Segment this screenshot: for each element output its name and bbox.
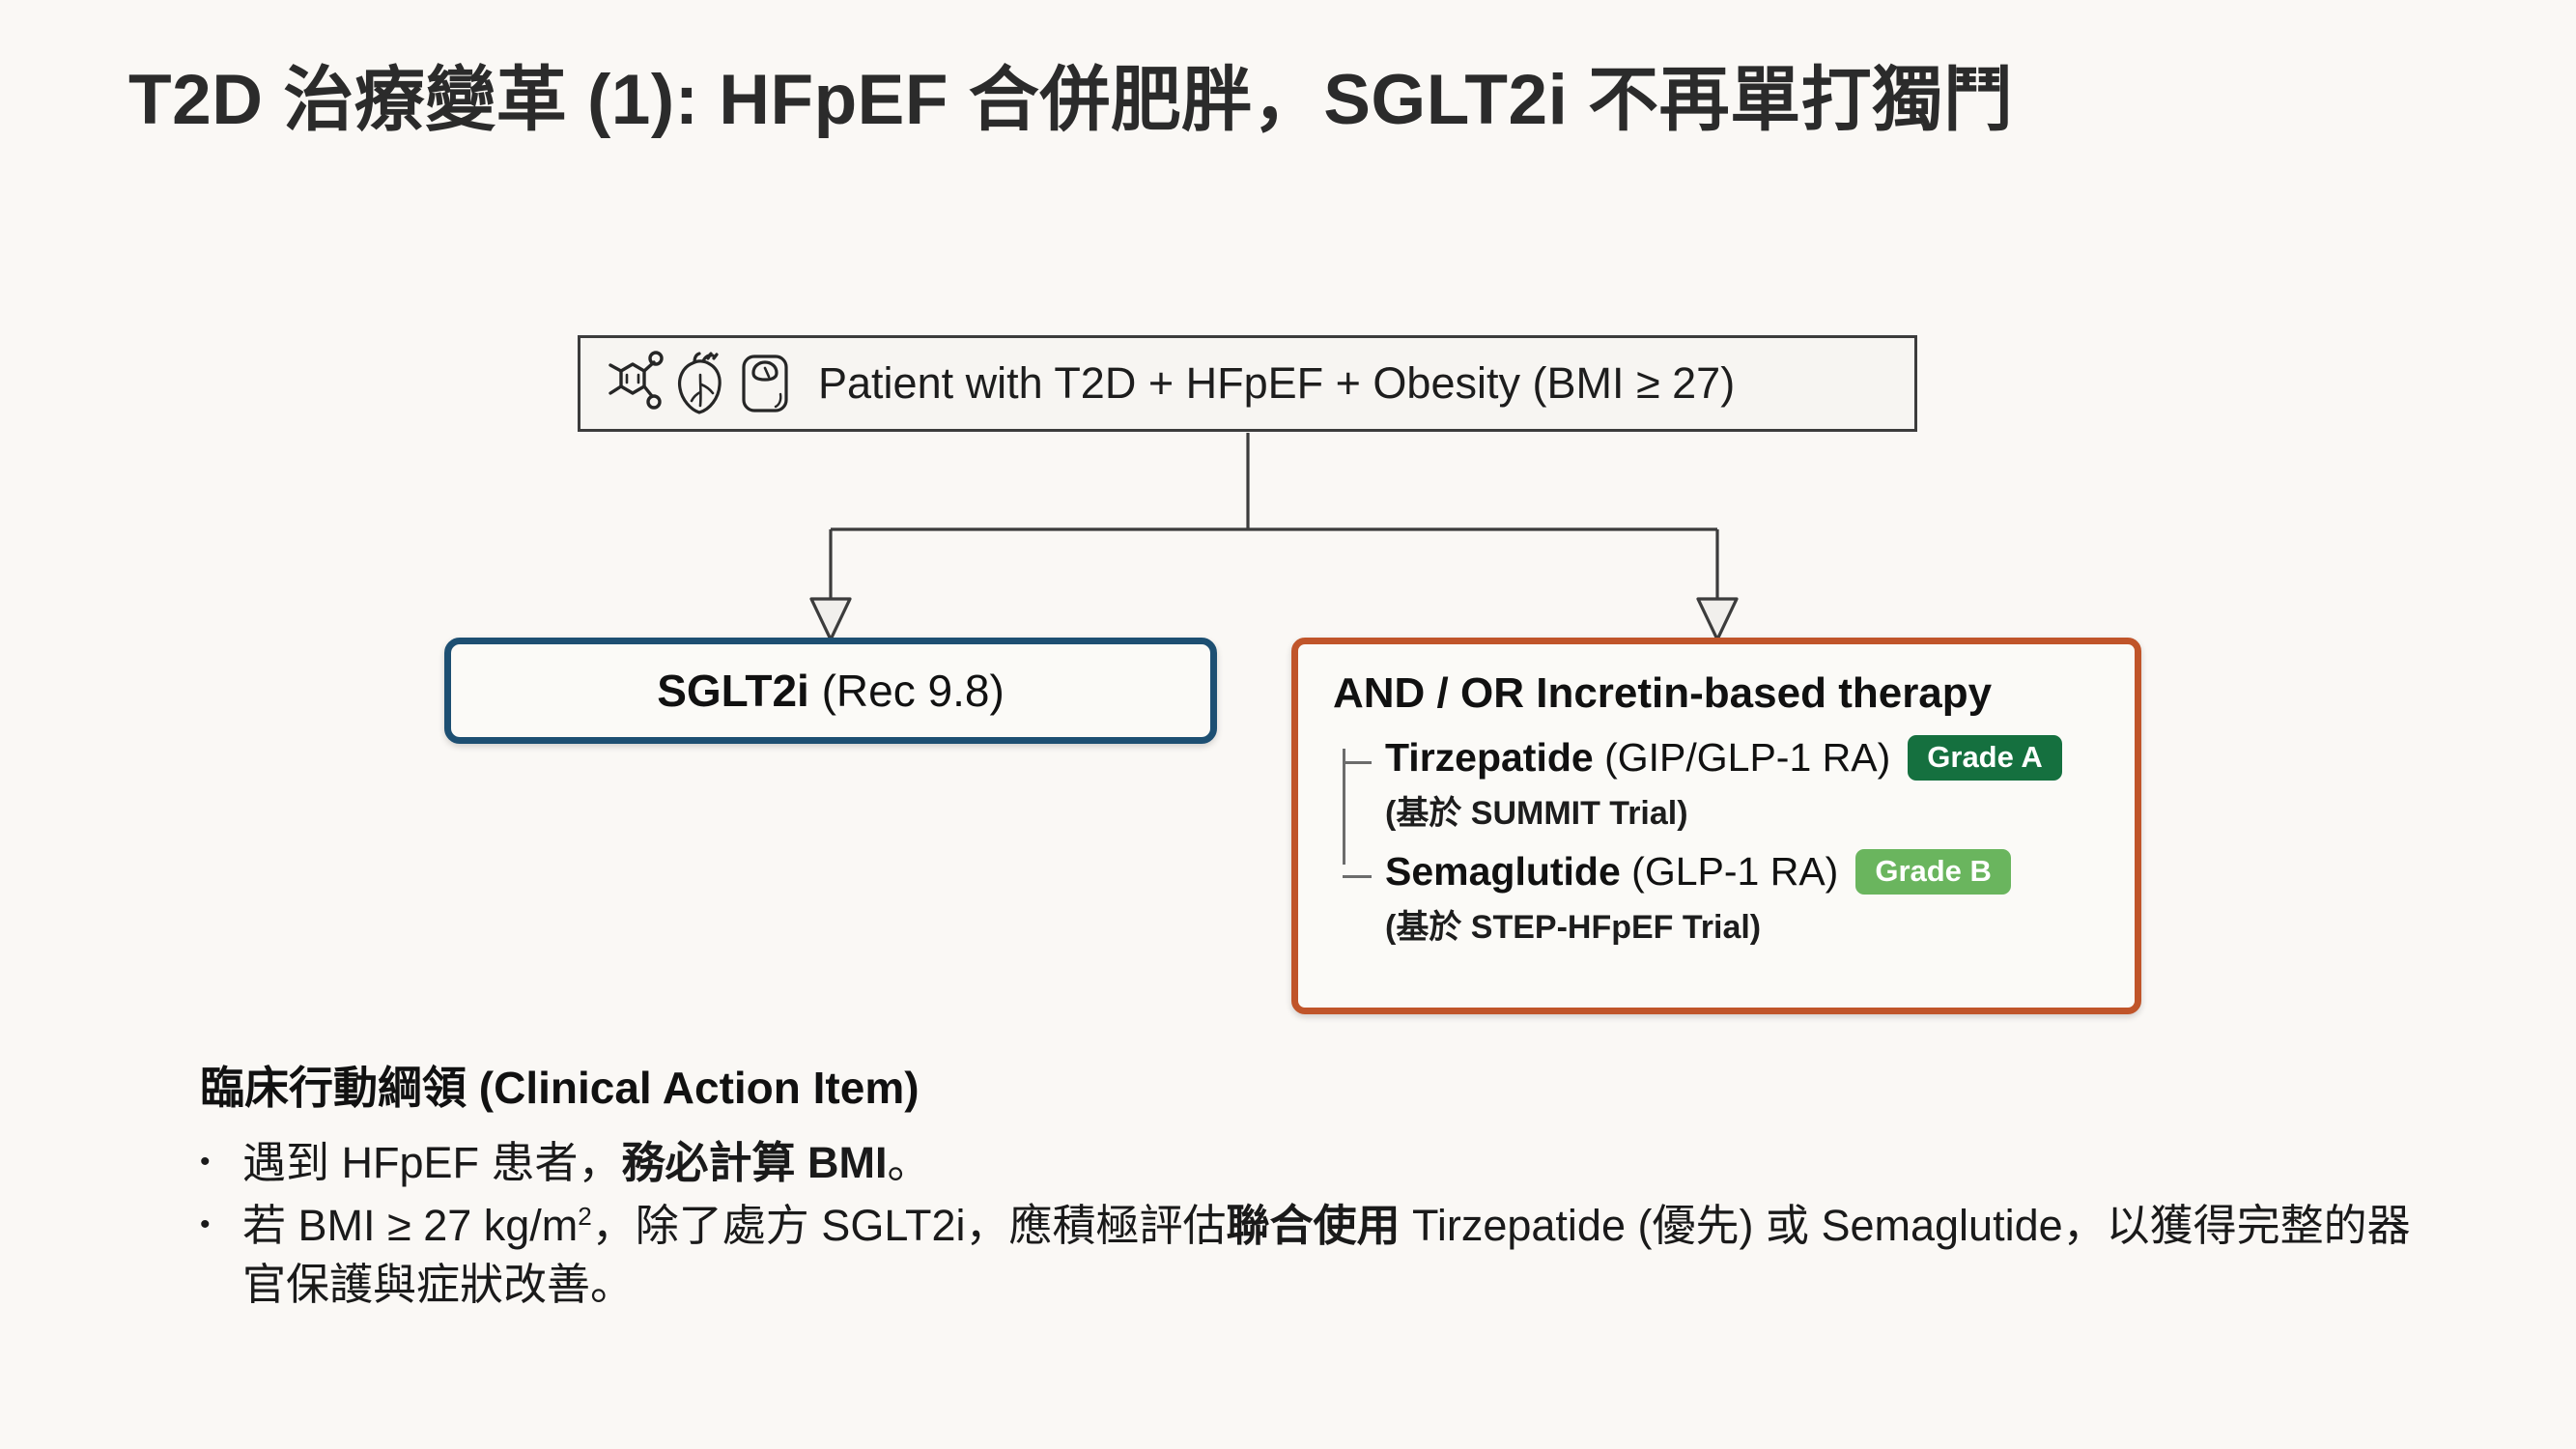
flow-connectors — [809, 433, 1739, 641]
sglt2i-rec: (Rec 9.8) — [808, 666, 1005, 716]
therapy-main-row: Tirzepatide (GIP/GLP-1 RA) Grade A — [1385, 735, 2109, 781]
sglt2i-name: SGLT2i — [657, 666, 809, 716]
list-item: • 遇到 HFpEF 患者，務必計算 BMI。 — [200, 1134, 2450, 1193]
therapy-name-semaglutide: Semaglutide (GLP-1 RA) — [1385, 849, 1838, 895]
flow-node-sglt2i-label: SGLT2i (Rec 9.8) — [657, 665, 1005, 717]
tree-stub — [1343, 761, 1372, 764]
list-item-text: 遇到 HFpEF 患者，務必計算 BMI。 — [242, 1138, 931, 1187]
molecule-icon — [604, 350, 664, 417]
clinical-action-bullets: • 遇到 HFpEF 患者，務必計算 BMI。 • 若 BMI ≥ 27 kg/m2，… — [200, 1134, 2450, 1314]
page-title: T2D 治療變革 (1): HFpEF 合併肥胖，SGLT2i 不再單打獨鬥 — [128, 61, 2015, 139]
drug-class: (GIP/GLP-1 RA) — [1593, 735, 1891, 780]
clinical-action-heading: 臨床行動綱領 (Clinical Action Item) — [200, 1063, 920, 1113]
incretin-heading: AND / OR Incretin-based therapy — [1333, 669, 1993, 717]
patient-icon-group — [604, 350, 793, 417]
status-badge-grade-a: Grade A — [1908, 735, 2062, 781]
flow-node-patient-label: Patient with T2D + HFpEF + Obesity (BMI … — [818, 358, 1736, 408]
therapy-source-semaglutide: (基於 STEP-HFpEF Trial) — [1385, 909, 1762, 946]
drug-name: Tirzepatide — [1385, 735, 1594, 780]
clinical-action-block: 臨床行動綱領 (Clinical Action Item) • 遇到 HFpEF … — [200, 1053, 2450, 1318]
therapy-main-row: Semaglutide (GLP-1 RA) Grade B — [1385, 849, 2109, 895]
list-item: • 若 BMI ≥ 27 kg/m2，除了處方 SGLT2i，應積極評估聯合使用 … — [200, 1197, 2450, 1315]
therapy-item-semaglutide: Semaglutide (GLP-1 RA) Grade B (基於 STEP-… — [1343, 849, 2109, 948]
bullet-marker-icon: • — [200, 1146, 211, 1178]
therapy-item-tirzepatide: Tirzepatide (GIP/GLP-1 RA) Grade A (基於 S… — [1343, 735, 2109, 834]
heart-icon — [671, 350, 729, 417]
therapy-list: Tirzepatide (GIP/GLP-1 RA) Grade A (基於 S… — [1333, 735, 2109, 948]
bullet-marker-icon: • — [200, 1208, 211, 1240]
list-item-text: 若 BMI ≥ 27 kg/m2，除了處方 SGLT2i，應積極評估聯合使用 T… — [242, 1200, 2411, 1309]
tree-stub — [1343, 875, 1372, 878]
therapy-name-tirzepatide: Tirzepatide (GIP/GLP-1 RA) — [1385, 735, 1890, 781]
flow-node-patient: Patient with T2D + HFpEF + Obesity (BMI … — [578, 335, 1917, 432]
weight-scale-icon — [737, 350, 793, 417]
drug-class: (GLP-1 RA) — [1620, 849, 1839, 894]
status-badge-grade-b: Grade B — [1855, 849, 2011, 895]
flow-node-incretin: AND / OR Incretin-based therapy Tirzepat… — [1291, 638, 2141, 1014]
drug-name: Semaglutide — [1385, 849, 1621, 894]
tree-connector-line — [1343, 749, 1345, 865]
therapy-source-tirzepatide: (基於 SUMMIT Trial) — [1385, 795, 1688, 832]
flow-node-sglt2i: SGLT2i (Rec 9.8) — [444, 638, 1217, 744]
